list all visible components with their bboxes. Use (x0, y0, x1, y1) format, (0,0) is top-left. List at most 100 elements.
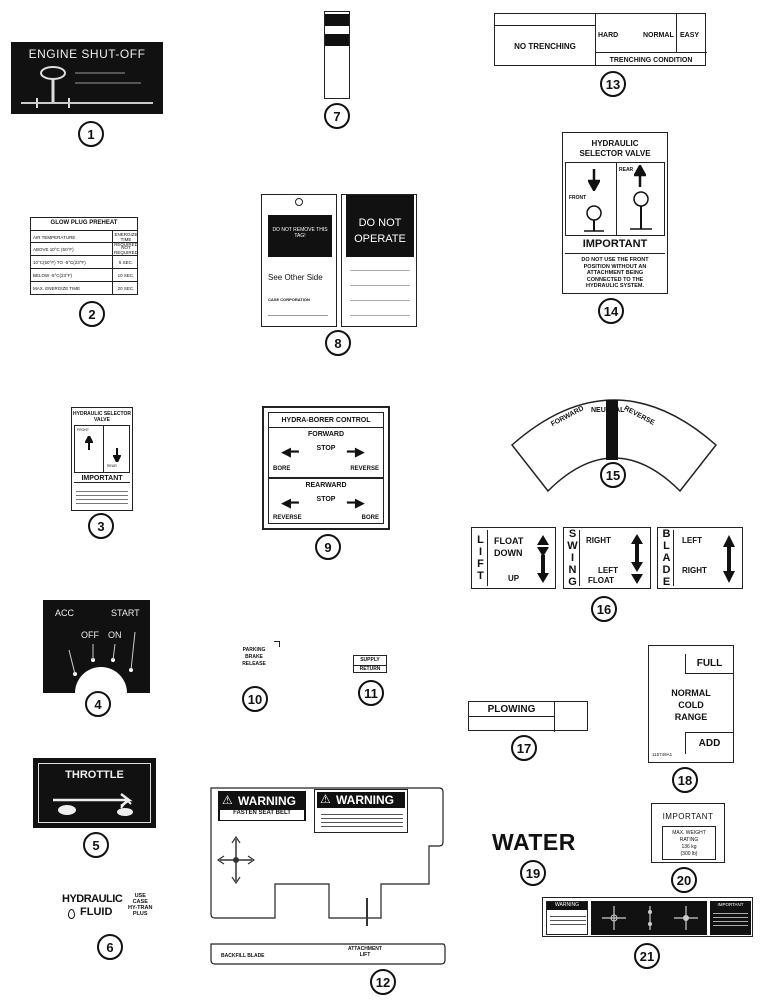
joystick-pattern-icon (674, 906, 698, 930)
row-temp: MAX. ENERGIZE TIME (33, 286, 81, 291)
callout-16: 16 (591, 596, 617, 622)
callout-17: 17 (511, 735, 537, 761)
tag-right-line (350, 315, 410, 316)
strip-7-black-band (325, 34, 349, 46)
valve-rear-label: REAR (619, 167, 634, 173)
arrow-left-icon: ◀━ (281, 444, 299, 459)
decal-water: WATER (492, 829, 576, 855)
borer-title: HYDRA-BORER CONTROL (281, 417, 371, 424)
valve-important: IMPORTANT (565, 238, 665, 254)
weight-line4: (300 lb) (680, 851, 698, 857)
coolant-add: ADD (685, 732, 733, 754)
letter: N (568, 564, 577, 576)
easy-label: EASY (680, 32, 700, 39)
row-temp: ABOVE 10°C (50°F) (33, 247, 74, 252)
letter: I (478, 546, 483, 558)
panel21-warning-block: WARNING (546, 901, 588, 935)
borer-top-section: FORWARD STOP ◀━ ━▶ BORE REVERSE (269, 427, 383, 477)
callout-7: 7 (324, 103, 350, 129)
use-line: HY-TRAN (128, 905, 153, 911)
backfill-blade-label: BACKFILL BLADE (221, 953, 265, 959)
double-arrow-icon (537, 535, 549, 583)
see-other-side: See Other Side (268, 273, 323, 282)
decal-engine-shutoff: ENGINE SHUT-OFF (11, 42, 163, 114)
callout-11: 11 (358, 680, 384, 706)
ignition-dial-icon (65, 631, 137, 693)
warn-line: CONNECTED TO THE (586, 276, 644, 283)
row-time: 20 SEC. (117, 286, 135, 291)
letter: I (570, 552, 575, 564)
parking-line1: PARKING (242, 647, 266, 653)
decal-hydraulic-selector-valve-small: HYDRAULIC SELECTOR VALVE FRONT REAR IMPO… (71, 407, 133, 511)
hydraulic-label: HYDRAULIC (62, 893, 123, 905)
letter: D (662, 564, 671, 576)
shutoff-baseline (21, 102, 153, 104)
callout-12: 12 (370, 969, 396, 995)
valve-title-2: SELECTOR VALVE (579, 149, 651, 158)
air-temp-header: AIR TEMPERATURE (33, 235, 76, 240)
decal-glow-plug-preheat: GLOW PLUG PREHEAT AIR TEMPERATURE ENERGI… (30, 217, 138, 295)
decal12-side-marks (366, 898, 372, 926)
borer-rearward: REARWARD (305, 482, 347, 489)
ignition-on: ON (108, 630, 122, 640)
warn-line: POSITION WITHOUT AN (583, 263, 647, 270)
arrow-up-icon (85, 436, 93, 450)
tag-right-panel: DO NOT OPERATE (341, 194, 417, 327)
tag-left-header: DO NOT REMOVE THIS TAG! (268, 215, 332, 257)
row-time: NOT REQUIRED (114, 245, 138, 255)
borer-bottom-section: REARWARD STOP ◀━ ━▶ REVERSE BORE (269, 477, 383, 525)
borer-inner: HYDRA-BORER CONTROL FORWARD STOP ◀━ ━▶ B… (268, 412, 384, 524)
row-temp: BELOW -5°C(23°F) (33, 273, 73, 278)
swing-left: LEFT (598, 566, 618, 575)
throttle-title: THROTTLE (65, 769, 124, 781)
warning-seat-belt: ⚠ WARNING FASTEN SEAT BELT (218, 791, 306, 821)
letter: L (477, 534, 484, 546)
joystick-pattern-icon (602, 906, 626, 930)
engine-shutoff-title: ENGINE SHUT-OFF (28, 47, 146, 61)
callout-21: 21 (634, 943, 660, 969)
weight-important: IMPORTANT (662, 812, 714, 821)
seat-belt-text: FASTEN SEAT BELT (220, 810, 304, 820)
borer-bore: BORE (361, 515, 379, 521)
warning1-label: WARNING (238, 794, 296, 808)
borer-reverse: REVERSE (273, 515, 302, 521)
use-case-text: USE CASE HY-TRAN PLUS (128, 893, 152, 917)
decal-hydra-borer-control: HYDRA-BORER CONTROL FORWARD STOP ◀━ ━▶ B… (262, 406, 390, 530)
glow-plug-title: GLOW PLUG PREHEAT (50, 220, 118, 226)
trench-top-strip (495, 14, 595, 26)
small-valve-box: FRONT REAR (74, 425, 130, 473)
borer-stop: STOP (316, 496, 336, 503)
blade-left: LEFT (682, 536, 702, 545)
letter: E (662, 576, 671, 588)
callout-3: 3 (88, 513, 114, 539)
valve-warning-text: DO NOT USE THE FRONT POSITION WITHOUT AN… (565, 257, 665, 290)
decal-ignition-switch: ACC START OFF ON (43, 600, 150, 693)
energize-header: ENERGIZE TIME REQUIRED (114, 232, 138, 247)
decal-hydraulic-selector-valve: HYDRAULIC SELECTOR VALVE FRONT REAR IMPO… (562, 132, 668, 294)
supply-label: SUPPLY (360, 657, 380, 663)
arc-neutral-label: NEUTRAL (591, 407, 625, 414)
small-important: IMPORTANT (74, 475, 130, 483)
tag-left-panel: DO NOT REMOVE THIS TAG! See Other Side C… (261, 194, 337, 327)
decal-strip-7 (324, 11, 350, 99)
letter: A (662, 552, 671, 564)
row-time: 5 SEC. (118, 260, 134, 265)
valve-diagram-box: FRONT REAR (565, 162, 665, 236)
use-line: CASE (132, 899, 148, 905)
throttle-inner-border (38, 763, 151, 823)
lift-float: FLOAT (494, 536, 524, 546)
warning-triangle-icon: ⚠ (320, 792, 331, 806)
small-valve-title: HYDRAULIC SELECTOR VALVE (73, 411, 131, 423)
parking-line2: BRAKE (245, 654, 263, 660)
tag-right-line (350, 270, 410, 271)
lift-down: DOWN (494, 548, 523, 558)
decal-direction-arc (510, 399, 718, 493)
coolant-cold: COLD (678, 700, 704, 710)
valve-knob-icon (584, 205, 604, 232)
letter: L (663, 540, 670, 552)
letter: T (477, 570, 484, 582)
fluid-label: FLUID (80, 906, 113, 918)
arrow-up-icon (634, 165, 646, 187)
